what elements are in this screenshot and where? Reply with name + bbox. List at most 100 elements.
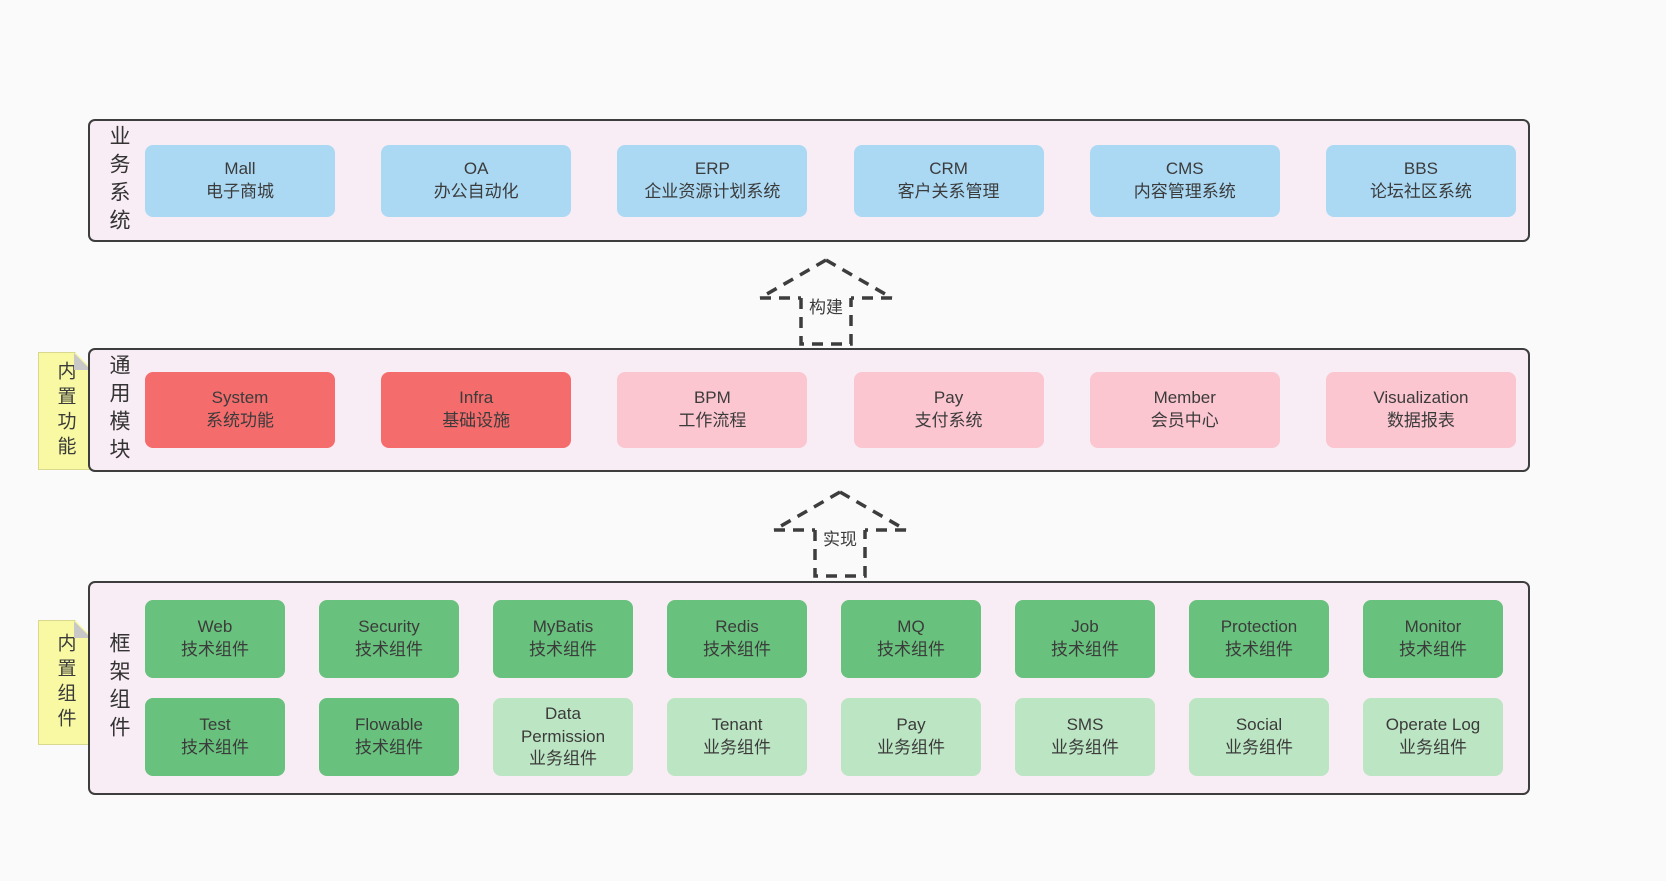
node-title: Test xyxy=(199,715,231,735)
node-subtitle: 技术组件 xyxy=(1051,640,1119,659)
node-title: Member xyxy=(1153,388,1216,408)
dashed-up-arrow-icon xyxy=(773,490,907,578)
node-subtitle: 业务组件 xyxy=(1399,738,1467,757)
node-title: MQ xyxy=(897,617,925,637)
node-subtitle: 企业资源计划系统 xyxy=(644,181,781,201)
node-visualization: Visualization 数据报表 xyxy=(1325,372,1516,448)
node-subtitle: 技术组件 xyxy=(1225,640,1293,659)
node-subtitle: 客户关系管理 xyxy=(897,181,1000,201)
node-subtitle: 论坛社区系统 xyxy=(1369,181,1472,201)
node-cms: CMS 内容管理系统 xyxy=(1089,144,1280,217)
node-title: Redis xyxy=(715,617,759,637)
node-subtitle: 工作流程 xyxy=(678,411,747,430)
node-subtitle: 技术组件 xyxy=(1399,640,1467,659)
business-systems-row: Mall 电子商城 OA 办公自动化 ERP 企业资源计划系统 CRM 客户关系… xyxy=(145,121,1516,240)
sticky-note-builtin-components: 内置组件 xyxy=(38,620,92,745)
node-social: Social 业务组件 xyxy=(1189,698,1329,776)
node-subtitle: 技术组件 xyxy=(355,640,423,659)
node-test: Test 技术组件 xyxy=(145,698,285,776)
node-job: Job 技术组件 xyxy=(1015,600,1155,678)
node-subtitle: 技术组件 xyxy=(181,640,249,659)
node-system: System 系统功能 xyxy=(145,372,335,448)
node-web: Web 技术组件 xyxy=(145,600,285,678)
node-title: Flowable xyxy=(354,715,424,735)
sticky-note-builtin-features: 内置功能 xyxy=(38,352,92,470)
node-subtitle: 业务组件 xyxy=(877,738,945,757)
panel-common-modules: 通用模块 System 系统功能 Infra 基础设施 BPM 工作流程 Pay… xyxy=(88,348,1530,472)
node-pay-component: Pay 业务组件 xyxy=(841,698,981,776)
node-redis: Redis 技术组件 xyxy=(667,600,807,678)
node-bbs: BBS 论坛社区系统 xyxy=(1325,144,1516,217)
node-subtitle: 技术组件 xyxy=(703,640,771,659)
sticky-note-text: 内置功能 xyxy=(54,361,76,461)
node-subtitle: 会员中心 xyxy=(1150,411,1219,430)
node-subtitle: 业务组件 xyxy=(1051,738,1119,757)
node-tenant: Tenant 业务组件 xyxy=(667,698,807,776)
node-subtitle: 内容管理系统 xyxy=(1133,181,1236,201)
node-title: CRM xyxy=(929,158,968,178)
node-title: Mall xyxy=(224,158,256,178)
node-oa: OA 办公自动化 xyxy=(381,144,572,217)
node-monitor: Monitor 技术组件 xyxy=(1363,600,1503,678)
panel-label-framework-components: 框架组件 xyxy=(107,632,130,744)
panel-label-common-modules: 通用模块 xyxy=(107,354,130,466)
arrow-label: 实现 xyxy=(820,524,860,551)
components-row-2: Test 技术组件 Flowable 技术组件 Data Permission … xyxy=(145,698,1503,776)
framework-components-grid: Web 技术组件 Security 技术组件 MyBatis 技术组件 Redi… xyxy=(145,583,1503,793)
node-subtitle: 电子商城 xyxy=(206,181,274,201)
node-title: CMS xyxy=(1165,158,1204,178)
node-operate-log: Operate Log 业务组件 xyxy=(1363,698,1503,776)
node-subtitle: 支付系统 xyxy=(914,411,983,430)
node-protection: Protection 技术组件 xyxy=(1189,600,1329,678)
dashed-up-arrow-icon xyxy=(759,258,893,346)
panel-framework-components: 框架组件 Web 技术组件 Security 技术组件 MyBatis 技术组件… xyxy=(88,581,1530,795)
panel-label-business-systems: 业务系统 xyxy=(107,124,130,237)
node-title: Pay xyxy=(896,715,926,735)
node-sms: SMS 业务组件 xyxy=(1015,698,1155,776)
node-title: MyBatis xyxy=(532,617,594,637)
node-title: Pay xyxy=(933,388,964,408)
node-title: SMS xyxy=(1066,715,1104,735)
node-subtitle: 业务组件 xyxy=(1225,738,1293,757)
node-erp: ERP 企业资源计划系统 xyxy=(617,144,808,217)
node-title: Infra xyxy=(459,388,494,408)
node-member: Member 会员中心 xyxy=(1089,372,1280,448)
node-subtitle: 基础设施 xyxy=(442,411,511,430)
node-title: Data Permission xyxy=(520,703,606,746)
node-mq: MQ 技术组件 xyxy=(841,600,981,678)
node-subtitle: 技术组件 xyxy=(529,640,597,659)
node-subtitle: 办公自动化 xyxy=(433,181,519,201)
node-subtitle: 系统功能 xyxy=(206,411,274,430)
node-title: Job xyxy=(1071,617,1099,637)
node-infra: Infra 基础设施 xyxy=(381,372,572,448)
node-title: Security xyxy=(358,617,420,637)
common-modules-row: System 系统功能 Infra 基础设施 BPM 工作流程 Pay 支付系统… xyxy=(145,350,1516,470)
node-title: System xyxy=(211,388,269,408)
node-pay-module: Pay 支付系统 xyxy=(853,372,1044,448)
node-crm: CRM 客户关系管理 xyxy=(853,144,1044,217)
arrow-implement: 实现 xyxy=(770,488,910,580)
components-row-1: Web 技术组件 Security 技术组件 MyBatis 技术组件 Redi… xyxy=(145,600,1503,678)
sticky-note-text: 内置组件 xyxy=(54,632,76,733)
node-title: ERP xyxy=(694,158,730,178)
arrow-label: 构建 xyxy=(806,292,846,319)
node-bpm: BPM 工作流程 xyxy=(617,372,808,448)
arrow-build: 构建 xyxy=(756,256,896,348)
node-title: Protection xyxy=(1220,617,1298,637)
node-title: Visualization xyxy=(1373,388,1469,408)
node-title: Web xyxy=(197,617,233,637)
node-subtitle: 技术组件 xyxy=(181,738,249,757)
node-data-permission: Data Permission 业务组件 xyxy=(493,698,633,776)
node-subtitle: 技术组件 xyxy=(355,738,423,757)
node-subtitle: 业务组件 xyxy=(703,738,771,757)
node-title: Social xyxy=(1235,715,1283,735)
node-title: Tenant xyxy=(711,715,763,735)
panel-business-systems: 业务系统 Mall 电子商城 OA 办公自动化 ERP 企业资源计划系统 CRM… xyxy=(88,119,1530,242)
node-subtitle: 数据报表 xyxy=(1386,411,1455,430)
node-title: BBS xyxy=(1403,158,1438,178)
node-subtitle: 技术组件 xyxy=(877,640,945,659)
node-subtitle: 业务组件 xyxy=(529,749,597,769)
node-mybatis: MyBatis 技术组件 xyxy=(493,600,633,678)
node-security: Security 技术组件 xyxy=(319,600,459,678)
